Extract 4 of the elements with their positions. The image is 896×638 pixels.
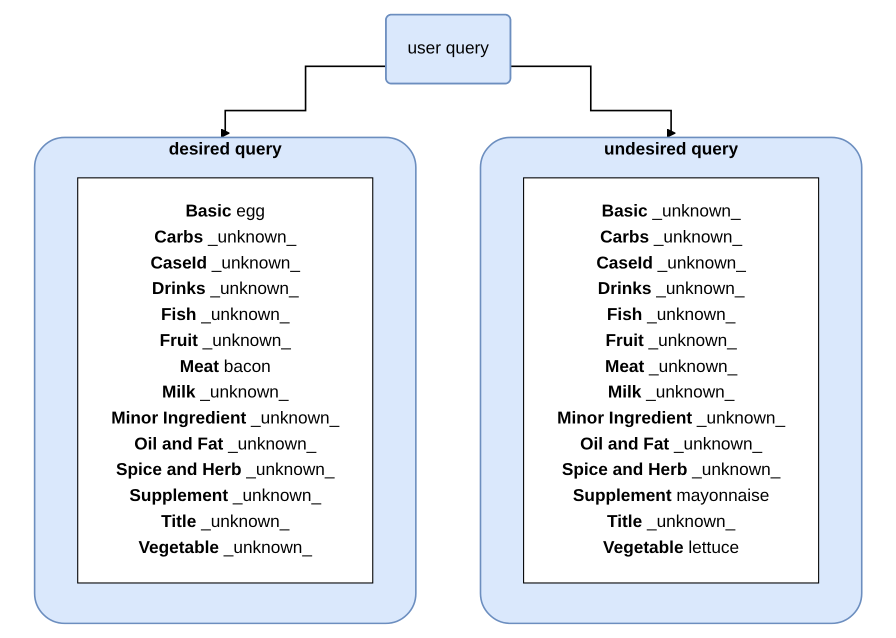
- node-box: Basic _unknown_ Carbs _unknown_ CaseId _unknown_ Drinks _unknown_ Fish _unknown_ Fruit _unknown_ Meat _unknown_ Milk _unknown_ Minor Ingredient _unknown_ Oil and Fat _unknown_ Spice and Herb _unknown_ Supplement mayonnaise Title _unknown_ Vegetable lettuce: [522, 177, 819, 584]
- node-box: Basic egg Carbs _unknown_ CaseId _unknown_ Drinks _unknown_ Fish _unknown_ Fruit _unknown_ Meat bacon Milk _unknown_ Minor Ingredient _unknown_ Oil and Fat _unknown_ Spice and Herb _unknown_ Supplement _unknown_ Title _unknown_ Vegetable _unknown_: [77, 177, 374, 584]
- arrow: [510, 65, 676, 138]
- arrow: [220, 65, 386, 138]
